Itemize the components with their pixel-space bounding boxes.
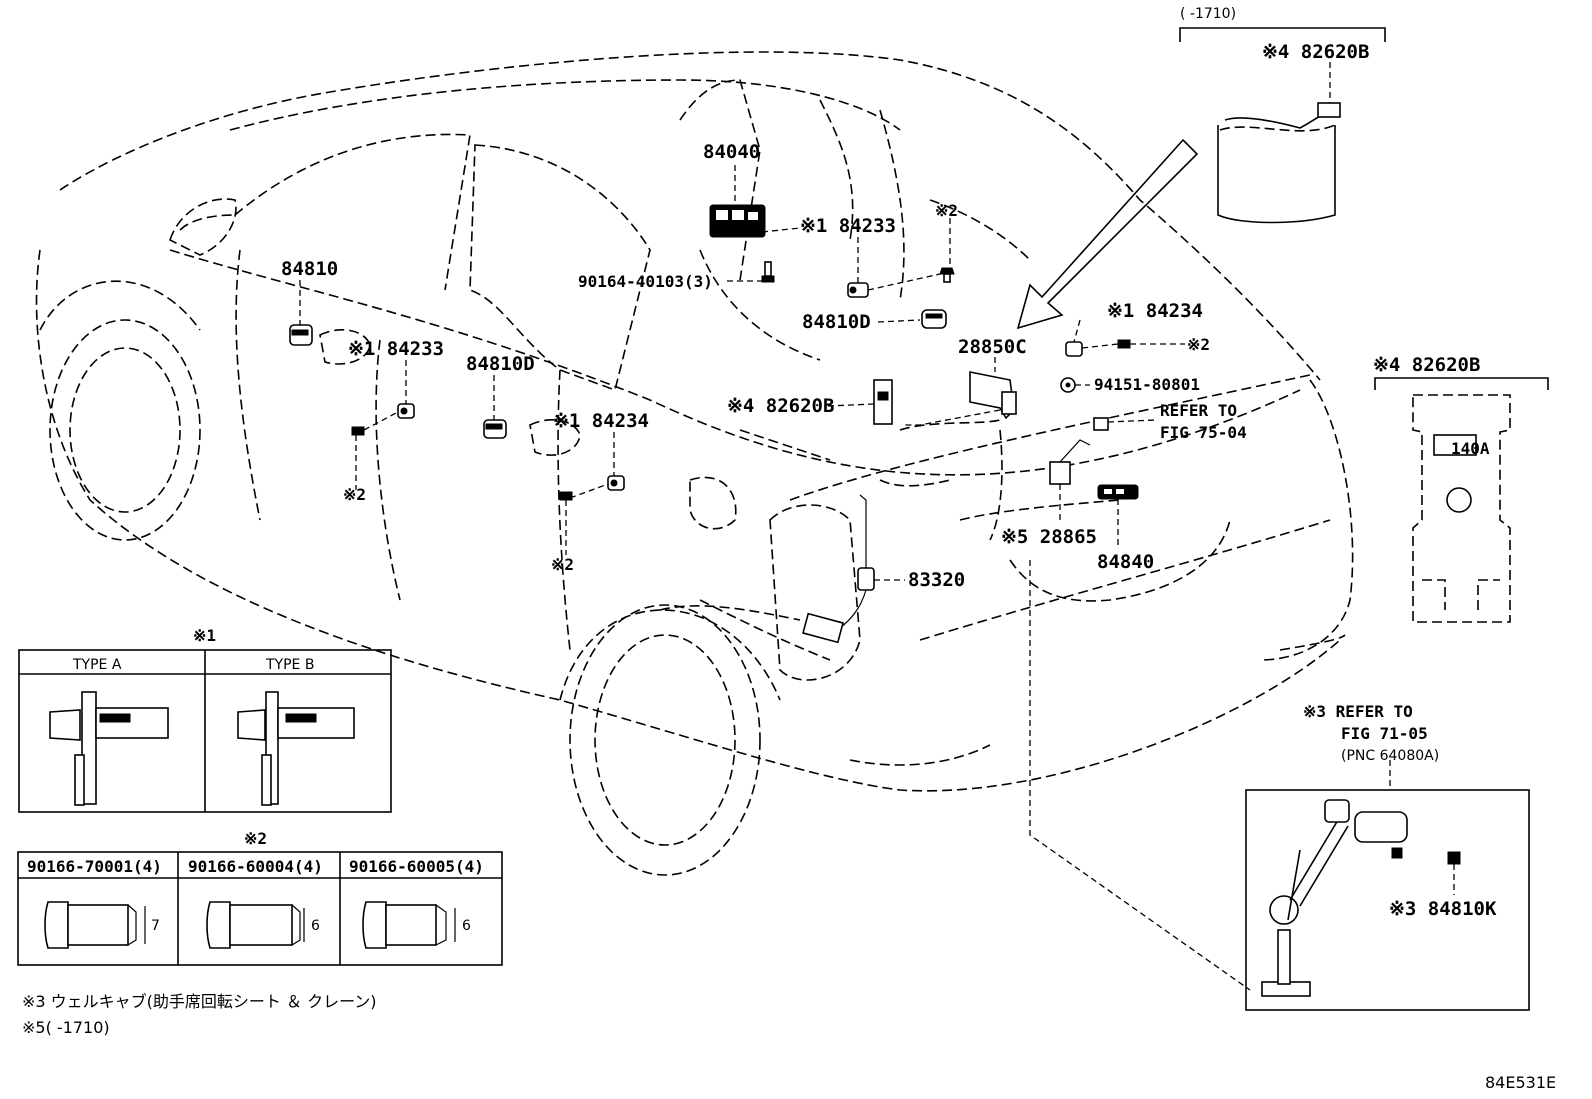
table2-part-3: 90166-60005(4) — [349, 857, 484, 876]
fuse-rating-text: 140A — [1451, 439, 1490, 458]
label-84040: 84040 — [703, 141, 760, 163]
label-mark2-left: ※2 — [343, 485, 366, 504]
label-28850c: 28850C — [958, 336, 1027, 358]
label-mark2-right: ※2 — [1187, 335, 1210, 354]
connector-84234-right-icon — [1065, 341, 1083, 357]
table1-title: ※1 — [193, 626, 216, 645]
footnote-5: ※5( -1710) — [22, 1018, 110, 1037]
type-b-connector-icon — [237, 691, 355, 806]
range-top-label: ( -1710) — [1180, 6, 1236, 22]
screw-top-icon — [939, 267, 955, 283]
battery-icon — [1217, 102, 1341, 224]
table-type-reference: ※1 TYPE A TYPE B — [18, 626, 392, 813]
nut-94151-icon — [1060, 377, 1076, 393]
relay-28865-icon — [1049, 417, 1109, 485]
label-90164: 90164-40103(3) — [578, 272, 713, 291]
pointer-arrow-icon — [1016, 138, 1199, 330]
switch-84810d-top-icon — [921, 309, 947, 329]
screw-left-icon — [351, 426, 365, 436]
screw-dim-1: 7 — [151, 918, 160, 934]
diagram-code: 84E531E — [1485, 1073, 1556, 1092]
label-refer71-line2: FIG 71-05 — [1341, 724, 1428, 743]
label-84233-left: ※1 84233 — [348, 338, 444, 360]
label-84810k: ※3 84810K — [1389, 898, 1497, 920]
connector-84233-top-icon — [847, 282, 869, 298]
screw-dim-3: 6 — [462, 918, 471, 934]
label-mark2-top: ※2 — [935, 201, 958, 220]
table2-title: ※2 — [244, 829, 267, 848]
screw-60005-icon: 6 — [362, 901, 471, 949]
sensor-83320-icon — [802, 494, 875, 644]
crane-detail-box — [1245, 789, 1530, 1011]
label-84234-mid: ※1 84234 — [553, 410, 649, 432]
range-bracket-fuse — [1374, 377, 1549, 390]
switch-84040-icon — [709, 204, 766, 238]
label-refer75-line1: REFER TO — [1160, 401, 1237, 420]
label-82620b-fuse: ※4 82620B — [1373, 354, 1480, 376]
label-84810: 84810 — [281, 258, 338, 280]
label-84840: 84840 — [1097, 551, 1154, 573]
label-refer75-line2: FIG 75-04 — [1160, 423, 1247, 442]
crane-icon — [1261, 799, 1461, 997]
switch-84840-icon — [1097, 484, 1139, 500]
screw-70001-icon: 7 — [44, 901, 160, 949]
screw-dim-2: 6 — [311, 918, 320, 934]
type-a-connector-icon — [49, 691, 169, 806]
screw-60004-icon: 6 — [206, 901, 320, 949]
screw-90164-icon — [761, 261, 775, 283]
label-84810d-mid: 84810D — [466, 353, 535, 375]
label-mark2-mid: ※2 — [551, 555, 574, 574]
range-bracket-top — [1179, 27, 1386, 42]
screw-mid-icon — [559, 491, 573, 501]
label-94151: 94151-80801 — [1094, 375, 1200, 394]
screw-right-icon — [1117, 339, 1131, 349]
connector-84234-mid-icon — [607, 475, 625, 491]
table-screw-reference: ※2 90166-70001(4) 90166-60004(4) 90166-6… — [17, 829, 503, 966]
part-labels: 84040 ※1 84233 ※2 90164-40103(3) 84810 8… — [281, 41, 1497, 920]
table1-type-a: TYPE A — [72, 657, 122, 673]
label-84233-top: ※1 84233 — [800, 215, 896, 237]
car-body-outline — [35, 51, 1354, 876]
table2-part-1: 90166-70001(4) — [27, 857, 162, 876]
label-84810d-top: 84810D — [802, 311, 871, 333]
relay-28850c-icon — [969, 371, 1017, 420]
label-refer71-line1: ※3 REFER TO — [1303, 702, 1413, 721]
label-refer71-line3: (PNC 64080A) — [1341, 748, 1439, 764]
parts-symbols — [289, 102, 1511, 997]
label-82620b-mid: ※4 82620B — [727, 395, 834, 417]
leader-lines — [299, 62, 1455, 991]
footnote-3: ※3 ウェルキャブ(助手席回転シート ＆ クレーン) — [22, 992, 377, 1011]
label-84234-top: ※1 84234 — [1107, 300, 1203, 322]
table1-type-b: TYPE B — [265, 657, 314, 673]
bracket-82620b-mid-icon — [873, 379, 893, 425]
table2-part-2: 90166-60004(4) — [188, 857, 323, 876]
fuse-82620b-icon — [1412, 394, 1511, 623]
label-28865: ※5 28865 — [1001, 526, 1097, 548]
switch-84810d-mid-icon — [483, 419, 507, 439]
switch-84810-icon — [289, 324, 313, 346]
label-82620b-battery: ※4 82620B — [1262, 41, 1369, 63]
label-83320: 83320 — [908, 569, 965, 591]
connector-84233-left-icon — [397, 403, 415, 419]
